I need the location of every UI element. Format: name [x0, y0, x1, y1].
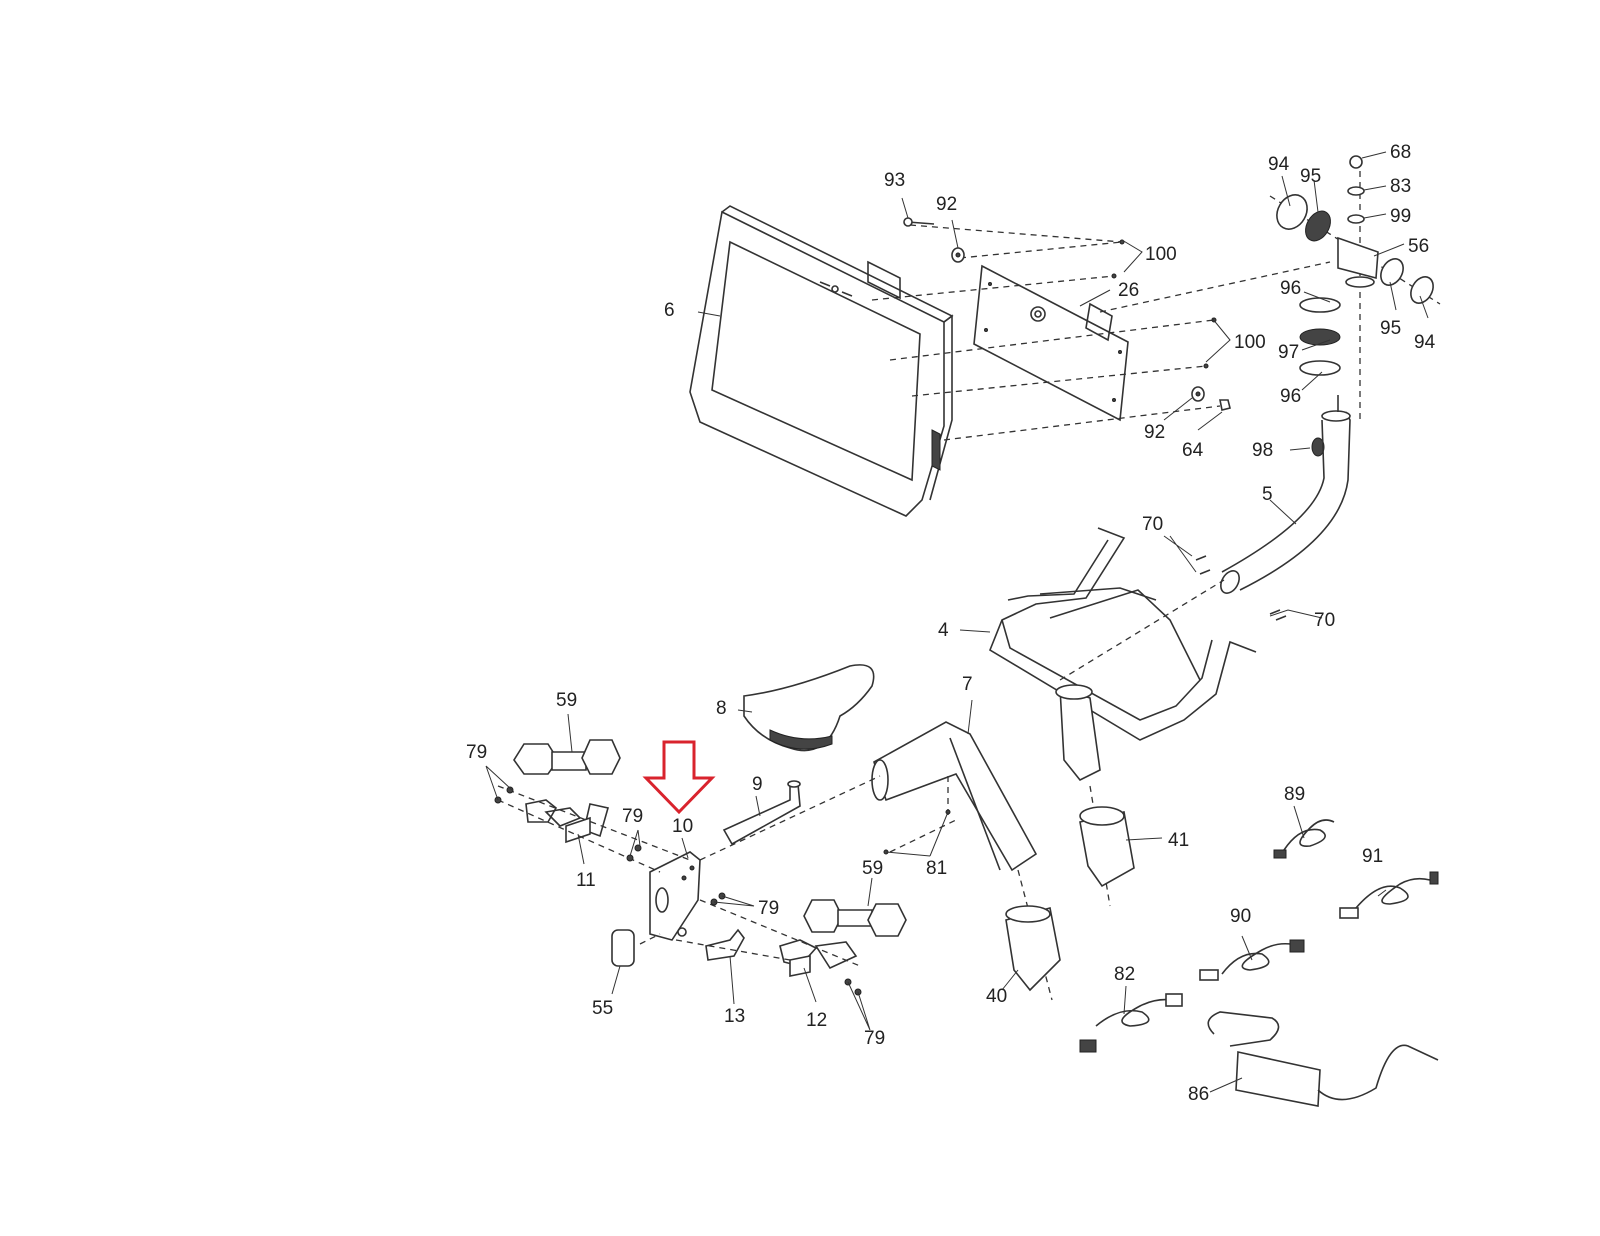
cable-89: [1273, 819, 1335, 859]
label-59: 59: [862, 858, 883, 879]
dumbbell-59b: [803, 899, 907, 937]
label-96: 96: [1280, 278, 1301, 299]
label-41: 41: [1168, 830, 1189, 851]
mounting-plate: [973, 264, 1129, 422]
label-55: 55: [592, 998, 613, 1019]
label-89: 89: [1284, 784, 1305, 805]
label-95: 95: [1380, 318, 1401, 339]
label-9: 9: [752, 774, 763, 795]
console-display: [689, 205, 954, 517]
leader-lines: [485, 151, 1429, 1093]
label-97: 97: [1278, 342, 1299, 363]
seat-rail-9: [722, 780, 801, 846]
bolts-79-81: [494, 786, 951, 996]
shroud-41: [1079, 806, 1135, 888]
label-8: 8: [716, 698, 727, 719]
knob-13: [705, 928, 745, 961]
handlebar-4: [989, 527, 1257, 782]
holder-11: [525, 799, 610, 844]
label-4: 4: [938, 620, 949, 641]
label-94: 94: [1268, 154, 1290, 175]
bracket-10: [649, 851, 701, 941]
pivot-assembly: [1269, 155, 1441, 457]
label-68: 68: [1390, 142, 1411, 163]
label-13: 13: [724, 1006, 745, 1027]
label-83: 83: [1390, 176, 1411, 197]
end-cap-55: [611, 929, 635, 967]
label-10: 10: [672, 816, 693, 837]
label-94: 94: [1414, 332, 1436, 353]
label-79: 79: [622, 806, 643, 827]
label-92: 92: [1144, 422, 1165, 443]
label-64: 64: [1182, 440, 1204, 461]
highlight-arrow: [642, 740, 716, 815]
label-11: 11: [576, 870, 596, 891]
label-81: 81: [926, 858, 947, 879]
seat-post-7: [871, 721, 1038, 872]
label-70: 70: [1314, 610, 1335, 631]
washer-92b-nut-64: [1191, 386, 1231, 411]
cable-82: [1079, 993, 1183, 1053]
part-labels: 93 92 100 26 6 100 92 64 94 95 68 83 99 …: [466, 142, 1436, 1105]
label-96: 96: [1280, 386, 1301, 407]
label-79: 79: [758, 898, 779, 919]
bolt-93: [903, 217, 935, 227]
label-99: 99: [1390, 206, 1411, 227]
power-adapter-86: [1207, 1011, 1439, 1107]
dumbbell-59a: [513, 739, 621, 775]
cable-90: [1199, 939, 1305, 981]
label-6: 6: [664, 300, 675, 321]
seat-8: [743, 664, 875, 752]
label-79: 79: [864, 1028, 885, 1049]
holder-12: [779, 939, 858, 977]
label-56: 56: [1408, 236, 1429, 257]
label-5: 5: [1262, 484, 1273, 505]
label-90: 90: [1230, 906, 1251, 927]
shroud-40: [1005, 905, 1061, 992]
label-100: 100: [1234, 332, 1266, 353]
label-12: 12: [806, 1010, 827, 1031]
label-92: 92: [936, 194, 957, 215]
label-40: 40: [986, 986, 1007, 1007]
label-70: 70: [1142, 514, 1163, 535]
label-86: 86: [1188, 1084, 1209, 1105]
label-59: 59: [556, 690, 577, 711]
label-26: 26: [1118, 280, 1139, 301]
label-82: 82: [1114, 964, 1135, 985]
label-98: 98: [1252, 440, 1273, 461]
upright-tube-5: [1195, 395, 1351, 621]
label-100: 100: [1145, 244, 1177, 265]
cable-91: [1339, 871, 1439, 919]
label-79: 79: [466, 742, 487, 763]
washer-92: [951, 247, 965, 263]
label-93: 93: [884, 170, 905, 191]
label-91: 91: [1362, 846, 1383, 867]
label-95: 95: [1300, 166, 1321, 187]
label-7: 7: [962, 674, 973, 695]
